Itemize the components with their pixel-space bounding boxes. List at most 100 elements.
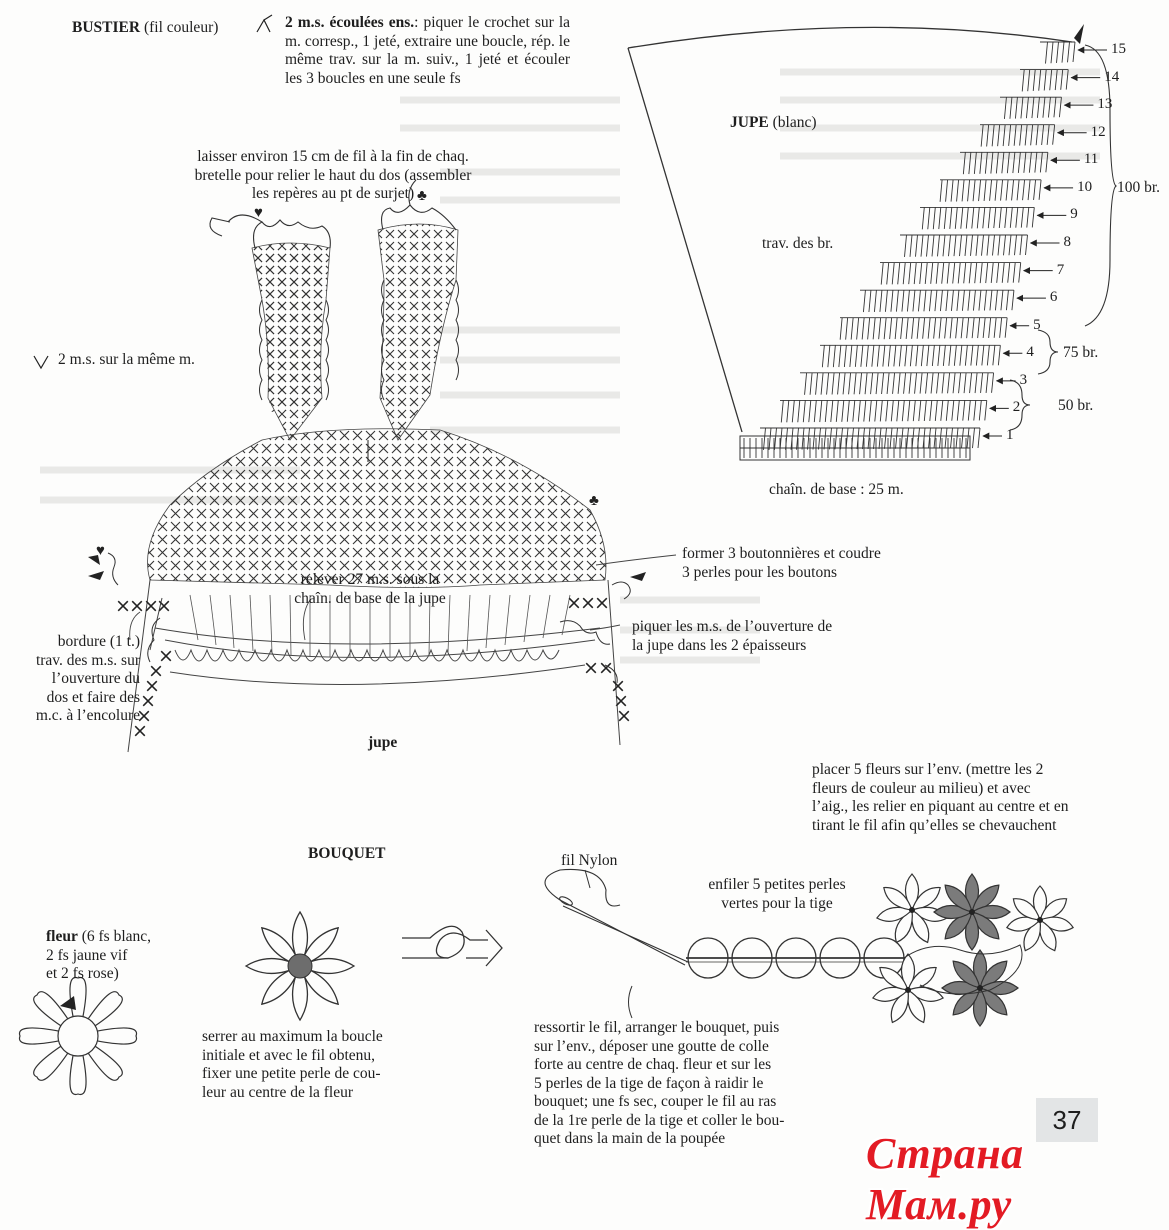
- double-crochet-stitch: [1045, 152, 1049, 173]
- double-crochet-stitch: [960, 317, 964, 339]
- double-crochet-stitch: [971, 317, 975, 339]
- double-crochet-stitch: [839, 317, 843, 340]
- brace-50-label: 50 br.: [1058, 397, 1094, 414]
- double-crochet-stitch: [768, 427, 772, 450]
- note-thread: enfiler 5 petites perles vertes pour la …: [708, 876, 846, 912]
- double-crochet-stitch: [834, 427, 838, 450]
- double-crochet-stitch: [989, 179, 993, 201]
- double-crochet-stitch: [987, 207, 991, 229]
- note-border: bordure (1 t.) trav. des m.s. sur l’ouve…: [35, 633, 140, 724]
- double-crochet-stitch: [908, 262, 912, 285]
- double-crochet-stitch: [970, 345, 974, 366]
- double-crochet-stitch: [889, 317, 893, 340]
- double-crochet-stitch: [1009, 207, 1013, 228]
- cluster-center: [909, 907, 915, 913]
- double-crochet-stitch: [993, 317, 997, 338]
- double-crochet-stitch: [786, 400, 790, 423]
- double-crochet-stitch: [1009, 97, 1013, 119]
- jupe-label-base: chaîn. de base : 25 m.: [769, 481, 904, 498]
- double-crochet-stitch: [969, 372, 973, 394]
- double-crochet-stitch: [889, 427, 893, 449]
- double-crochet-stitch: [949, 207, 953, 229]
- row-label: 6: [1049, 289, 1058, 306]
- double-crochet-stitch: [913, 262, 917, 285]
- double-crochet-stitch: [881, 372, 885, 395]
- double-crochet-stitch: [955, 427, 959, 449]
- colored-flower: [933, 873, 1011, 951]
- double-crochet-stitch: [819, 400, 823, 423]
- double-crochet-stitch: [1006, 152, 1010, 174]
- double-crochet-stitch: [983, 290, 987, 311]
- double-crochet-stitch: [1000, 290, 1004, 311]
- double-crochet-stitch: [820, 372, 824, 395]
- double-crochet-stitch: [990, 262, 994, 284]
- double-crochet-stitch: [912, 290, 916, 312]
- white-flower: [1006, 885, 1074, 952]
- double-crochet-stitch: [1031, 207, 1035, 228]
- double-crochet-stitch: [997, 234, 1001, 256]
- double-crochet-stitch: [992, 234, 995, 256]
- double-crochet-stitch: [981, 234, 984, 256]
- double-crochet-stitch: [1007, 262, 1011, 283]
- double-crochet-stitch: [874, 400, 878, 422]
- double-crochet-stitch: [936, 372, 940, 394]
- cluster-petal: [883, 886, 913, 911]
- double-crochet-stitch: [952, 372, 956, 394]
- double-crochet-stitch: [904, 345, 908, 367]
- double-crochet-stitch: [975, 345, 979, 366]
- double-crochet-stitch: [967, 179, 971, 202]
- double-crochet-stitch: [854, 345, 858, 367]
- double-crochet-stitch: [991, 124, 995, 147]
- fleur-label: fleur (6 fs blanc, 2 fs jaune vif et 2 f…: [46, 928, 152, 982]
- row-label: 8: [1063, 234, 1072, 250]
- double-crochet-stitch: [852, 400, 856, 422]
- petal-chain-loop: [87, 1045, 123, 1081]
- double-crochet-stitch: [961, 427, 964, 449]
- double-crochet-stitch: [1072, 41, 1076, 63]
- double-crochet-stitch: [930, 262, 934, 284]
- cluster-petal: [872, 986, 910, 1002]
- double-crochet-stitch: [900, 427, 904, 449]
- double-crochet-stitch: [961, 179, 965, 202]
- double-crochet-stitch: [1003, 97, 1007, 119]
- double-crochet-stitch: [808, 400, 812, 423]
- double-crochet-stitch: [943, 207, 947, 230]
- flower-chain-diagram: [18, 976, 138, 1096]
- double-crochet-stitch: [974, 262, 978, 284]
- double-crochet-stitch: [981, 345, 985, 366]
- double-crochet-stitch: [952, 262, 956, 284]
- jupe-base-chain: [739, 435, 971, 461]
- double-crochet-stitch: [938, 207, 942, 230]
- double-crochet-stitch: [920, 345, 924, 367]
- double-crochet-stitch: [945, 290, 949, 312]
- curly-arrow: [402, 925, 503, 967]
- double-crochet-stitch: [902, 262, 906, 285]
- double-crochet-stitch: [989, 290, 993, 311]
- double-crochet-stitch: [1020, 207, 1024, 228]
- double-crochet-stitch: [815, 372, 819, 395]
- double-crochet-stitch: [1005, 290, 1009, 311]
- white-flower: [872, 953, 944, 1024]
- double-crochet-stitch: [934, 400, 938, 421]
- double-crochet-stitch: [918, 400, 922, 422]
- double-crochet-stitch: [907, 400, 911, 422]
- double-crochet-stitch: [898, 345, 902, 367]
- double-crochet-stitch: [1011, 179, 1015, 201]
- double-crochet-stitch: [921, 207, 925, 230]
- jupe-start-arrowhead: [1074, 24, 1084, 44]
- double-crochet-stitch: [974, 372, 978, 394]
- cluster-petal: [944, 884, 973, 913]
- double-crochet-stitch: [887, 345, 891, 367]
- double-crochet-stitch: [890, 290, 894, 312]
- colored-flower: [941, 949, 1019, 1027]
- double-crochet-stitch: [1022, 179, 1026, 201]
- nylon-leader: [584, 869, 591, 889]
- double-crochet-stitch: [1034, 152, 1038, 173]
- note-buttons: former 3 boutonnières et coudre 3 perles…: [682, 545, 881, 581]
- double-crochet-stitch: [840, 427, 843, 450]
- double-crochet-stitch: [851, 427, 854, 450]
- double-crochet-stitch: [882, 345, 886, 367]
- bustier-strap-right: [377, 223, 459, 441]
- bustier-strap-left: [251, 242, 331, 441]
- double-crochet-stitch: [835, 400, 839, 422]
